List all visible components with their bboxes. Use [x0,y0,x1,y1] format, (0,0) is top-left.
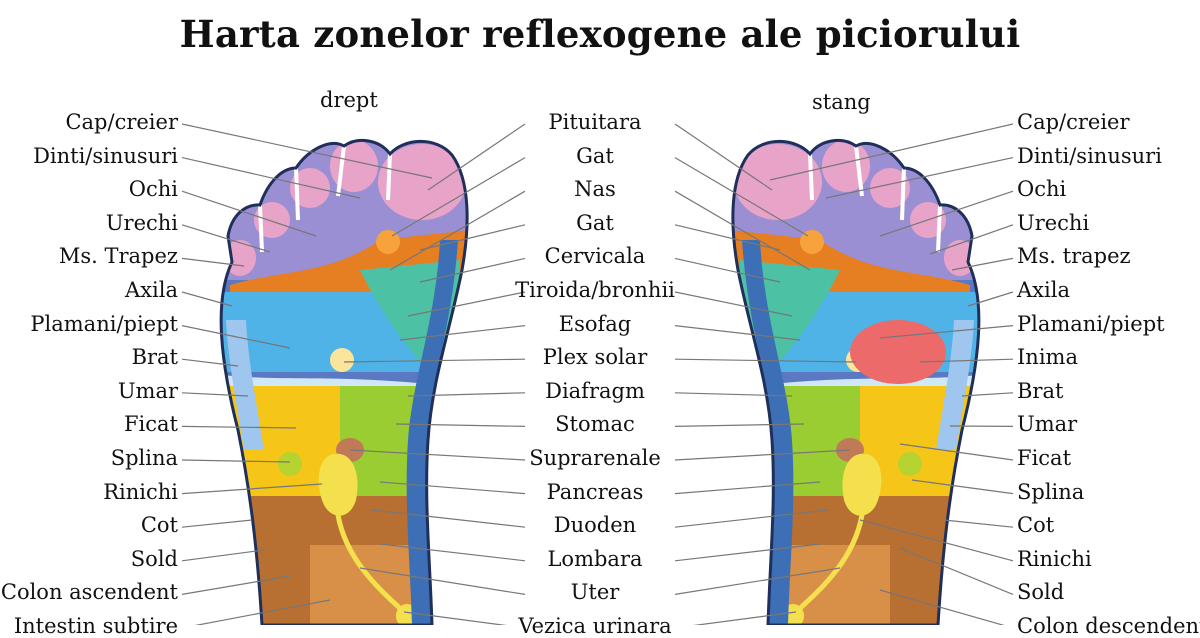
center-label: Lombara [475,549,715,570]
center-label: Vezica urinara [475,616,715,637]
center-label: Diafragm [475,381,715,402]
right-foot-label: Ochi [129,179,178,200]
center-label: Duoden [475,515,715,536]
leader-line [182,550,264,561]
left-foot-label: Cot [1017,515,1054,536]
left-toe-gap [902,168,904,220]
left-foot-label: Dinti/sinusuri [1017,146,1162,167]
right-toe-gap [260,205,262,252]
left-spleen-spot [898,452,922,476]
right-foot-label: Sold [131,549,178,570]
left-foot-label: Cap/creier [1017,112,1130,133]
left-foot-label: Umar [1017,414,1077,435]
left-foot-label: Urechi [1017,213,1089,234]
center-label: Esofag [475,314,715,335]
right-foot-label: Ms. Trapez [59,246,178,267]
reflexology-map: Harta zonelor reflexogene ale piciorului… [0,0,1200,625]
center-label: Plex solar [475,347,715,368]
center-label: Pituitara [475,112,715,133]
leader-line [182,520,252,527]
left-foot-label: Brat [1017,381,1063,402]
left-toe-gap [810,154,812,200]
center-label: Suprarenale [475,448,715,469]
left-foot-label: Rinichi [1017,549,1092,570]
right-toe2-zone [330,140,378,192]
left-foot-label: Ochi [1017,179,1066,200]
right-foot-label: Intestin subtire [14,616,178,637]
left-foot-label: Ms. trapez [1017,246,1131,267]
center-label: Tiroida/bronhii [475,280,715,301]
right-foot-label: Umar [118,381,178,402]
left-toe-gap [938,205,940,252]
right-foot-label: Splina [111,448,178,469]
leader-line [944,520,1013,527]
right-foot-label: Ficat [124,414,178,435]
center-label: Gat [475,213,715,234]
left-foot-label: Splina [1017,482,1084,503]
center-label: Gat [475,146,715,167]
right-foot-label: Brat [132,347,178,368]
heart-zone [850,320,946,384]
right-toe-gap [296,168,298,220]
right-foot-label: Urechi [106,213,178,234]
right-foot-label: Cap/creier [65,112,178,133]
right-spleen-spot [278,452,302,476]
left-foot-label: Axila [1017,280,1070,301]
right-foot-label: Colon ascendent [1,582,178,603]
center-label: Pancreas [475,482,715,503]
center-label: Cervicala [475,246,715,267]
left-foot-label: Plamani/piept [1017,314,1165,335]
left-foot-label: Ficat [1017,448,1071,469]
center-label: Nas [475,179,715,200]
right-foot-label: Cot [141,515,178,536]
left-foot-label: Inima [1017,347,1078,368]
right-foot-label: Plamani/piept [30,314,178,335]
left-foot-label: Colon descendent [1017,616,1200,637]
right-foot-label: Dinti/sinusuri [33,146,178,167]
right-foot-label: Axila [125,280,178,301]
right-solar-plexus [330,348,354,372]
right-foot-label: Rinichi [103,482,178,503]
left-foot-label: Sold [1017,582,1064,603]
right-toe-gap [388,154,390,200]
center-label: Uter [475,582,715,603]
center-label: Stomac [475,414,715,435]
